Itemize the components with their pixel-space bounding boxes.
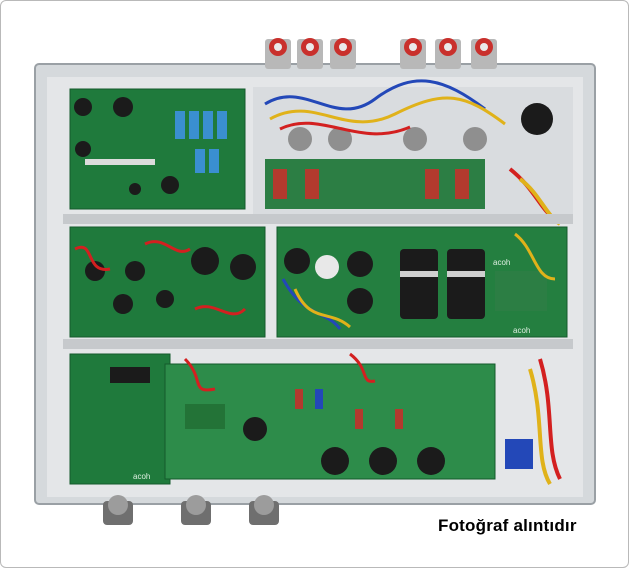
power-supply-board-left	[69, 226, 266, 338]
output-stage	[253, 79, 573, 226]
photo-credit-caption: Fotoğraf alıntıdır	[438, 516, 577, 535]
silkscreen-label: acoh	[493, 258, 510, 267]
silkscreen-label: acoh	[513, 326, 530, 335]
power-supply-board-right	[276, 226, 568, 338]
speaker-terminals	[265, 38, 497, 69]
input-board	[69, 88, 246, 210]
silkscreen-label: acoh	[133, 472, 150, 481]
amplifier-interior-photo: acoh acoh acoh	[34, 38, 596, 525]
chassis-rail-middle	[63, 339, 573, 349]
main-amplifier-board	[69, 352, 562, 486]
chassis-rail-top	[63, 214, 573, 224]
front-knobs	[103, 495, 279, 525]
